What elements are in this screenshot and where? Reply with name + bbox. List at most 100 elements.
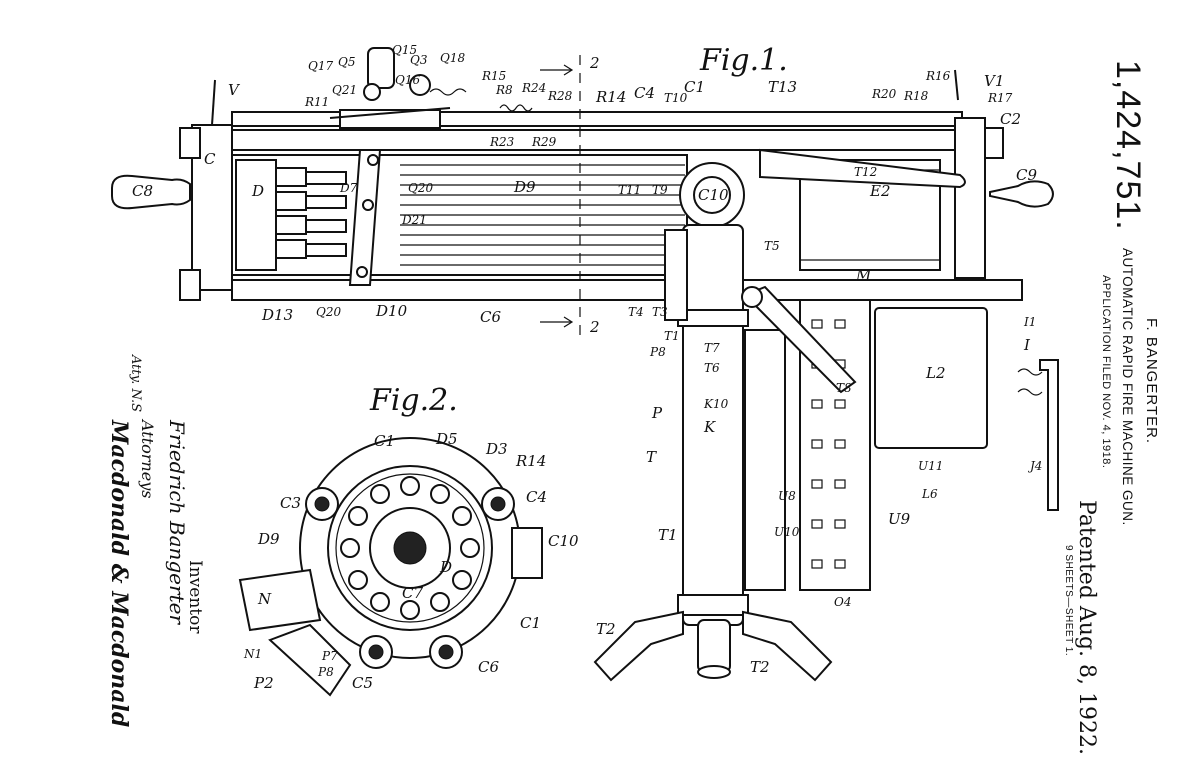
part-label: D bbox=[251, 182, 264, 200]
part-label: T9 bbox=[652, 183, 668, 197]
part-label: Q20 bbox=[408, 181, 433, 195]
witness-signature: Atty. N.S bbox=[128, 355, 143, 412]
part-label: T1 bbox=[664, 329, 680, 343]
link-n1 bbox=[270, 625, 350, 695]
part-label: R20 bbox=[871, 87, 897, 101]
part-label: C bbox=[204, 150, 216, 168]
patent-title: AUTOMATIC RAPID FIRE MACHINE GUN. bbox=[1120, 248, 1135, 526]
part-label: R29 bbox=[531, 135, 557, 149]
part-label: R14 bbox=[595, 88, 626, 106]
part-label: C5 bbox=[352, 674, 373, 692]
part-label: C1 bbox=[374, 432, 395, 450]
part-label: T4 bbox=[628, 305, 644, 319]
application-date: APPLICATION FILED NOV. 4, 1918. bbox=[1100, 275, 1112, 468]
part-label: R16 bbox=[925, 69, 951, 83]
part-label: R11 bbox=[304, 95, 329, 109]
fig2-title: Fig.2. bbox=[369, 383, 458, 418]
part-label: R14 bbox=[515, 452, 546, 470]
part-label: D7 bbox=[339, 181, 358, 195]
right-grip-c9 bbox=[990, 181, 1053, 206]
part-label: C6 bbox=[480, 308, 501, 326]
section-mark-top: 2 bbox=[589, 54, 600, 72]
attorneys-signature: Macdonald & Macdonald bbox=[106, 420, 132, 727]
part-label: V bbox=[228, 81, 241, 99]
part-label: T7 bbox=[704, 341, 720, 355]
part-label: P7 bbox=[321, 649, 338, 663]
sheet-count: 9 SHEETS—SHEET 1. bbox=[1063, 545, 1074, 656]
part-label: L2 bbox=[925, 364, 946, 382]
part-label: T5 bbox=[764, 239, 780, 253]
part-label: T2 bbox=[750, 658, 770, 676]
part-label: T13 bbox=[768, 78, 797, 96]
part-label: K10 bbox=[703, 397, 729, 411]
part-label: C1 bbox=[520, 614, 541, 632]
tripod-base-t2 bbox=[595, 612, 831, 680]
part-label: C9 bbox=[1016, 166, 1037, 184]
part-label: C3 bbox=[280, 494, 301, 512]
part-label: O4 bbox=[834, 595, 851, 609]
part-label: T1 bbox=[658, 526, 678, 544]
part-label: E2 bbox=[869, 182, 891, 200]
part-label: I bbox=[1023, 336, 1031, 354]
part-label: V1 bbox=[984, 72, 1004, 90]
part-label: P bbox=[651, 404, 663, 422]
part-label: Q5 bbox=[338, 55, 355, 69]
part-label: C4 bbox=[526, 488, 547, 506]
part-label: D9 bbox=[257, 530, 280, 548]
part-label: R17 bbox=[987, 91, 1013, 105]
section-mark-bottom: 2 bbox=[589, 318, 600, 336]
patented-date: Patented Aug. 8, 1922. bbox=[1074, 500, 1099, 755]
part-label: T10 bbox=[664, 91, 688, 105]
part-label: Q16 bbox=[395, 73, 420, 87]
part-label: M bbox=[855, 266, 872, 284]
part-label: T2 bbox=[596, 620, 616, 638]
part-label: D bbox=[439, 558, 452, 576]
part-label: D13 bbox=[261, 306, 293, 324]
part-label: U8 bbox=[778, 489, 796, 503]
part-label: T12 bbox=[854, 165, 877, 179]
part-label: C10 bbox=[548, 532, 579, 550]
part-label: K bbox=[703, 418, 716, 436]
part-label: C2 bbox=[1000, 110, 1021, 128]
part-label: P2 bbox=[253, 674, 274, 692]
part-label: Q18 bbox=[440, 51, 465, 65]
attorneys-label: Attorneys bbox=[138, 420, 157, 498]
part-label: T bbox=[646, 448, 657, 466]
part-label: R18 bbox=[903, 89, 929, 103]
part-label: T6 bbox=[704, 361, 720, 375]
part-label: P8 bbox=[317, 665, 334, 679]
part-label: Q3 bbox=[410, 53, 428, 67]
part-label: T8 bbox=[836, 381, 852, 395]
part-label: C4 bbox=[634, 84, 655, 102]
part-label: T3 bbox=[652, 305, 668, 319]
part-label: C8 bbox=[132, 182, 153, 200]
part-label: P8 bbox=[649, 345, 666, 359]
fig2-drawing bbox=[240, 438, 542, 695]
rear-sight-v bbox=[212, 80, 215, 125]
part-label: D10 bbox=[375, 302, 408, 320]
part-label: J4 bbox=[1027, 459, 1042, 473]
part-label: R28 bbox=[547, 89, 573, 103]
part-label: R15 bbox=[481, 69, 506, 83]
part-label: C6 bbox=[478, 658, 499, 676]
part-label: T11 bbox=[618, 183, 641, 197]
upper-rod bbox=[232, 130, 982, 150]
part-label: C7 bbox=[402, 584, 423, 602]
part-label: N1 bbox=[243, 647, 262, 661]
part-label: R24 bbox=[521, 81, 546, 95]
part-label: D21 bbox=[401, 213, 427, 227]
crank-j4 bbox=[1040, 360, 1058, 510]
part-label: D9 bbox=[513, 178, 536, 196]
part-label: U11 bbox=[918, 459, 943, 473]
part-label: I1 bbox=[1023, 315, 1036, 329]
part-label: Q21 bbox=[332, 83, 357, 97]
inventor-header: F. BANGERTER. bbox=[1143, 318, 1160, 444]
part-label: D5 bbox=[435, 430, 458, 448]
fig1-title: Fig.1. bbox=[699, 43, 788, 78]
part-label: R8 bbox=[495, 83, 513, 97]
part-label: Q20 bbox=[316, 305, 341, 319]
part-label: U10 bbox=[774, 525, 800, 539]
inventor-label: Inventor bbox=[185, 560, 205, 633]
